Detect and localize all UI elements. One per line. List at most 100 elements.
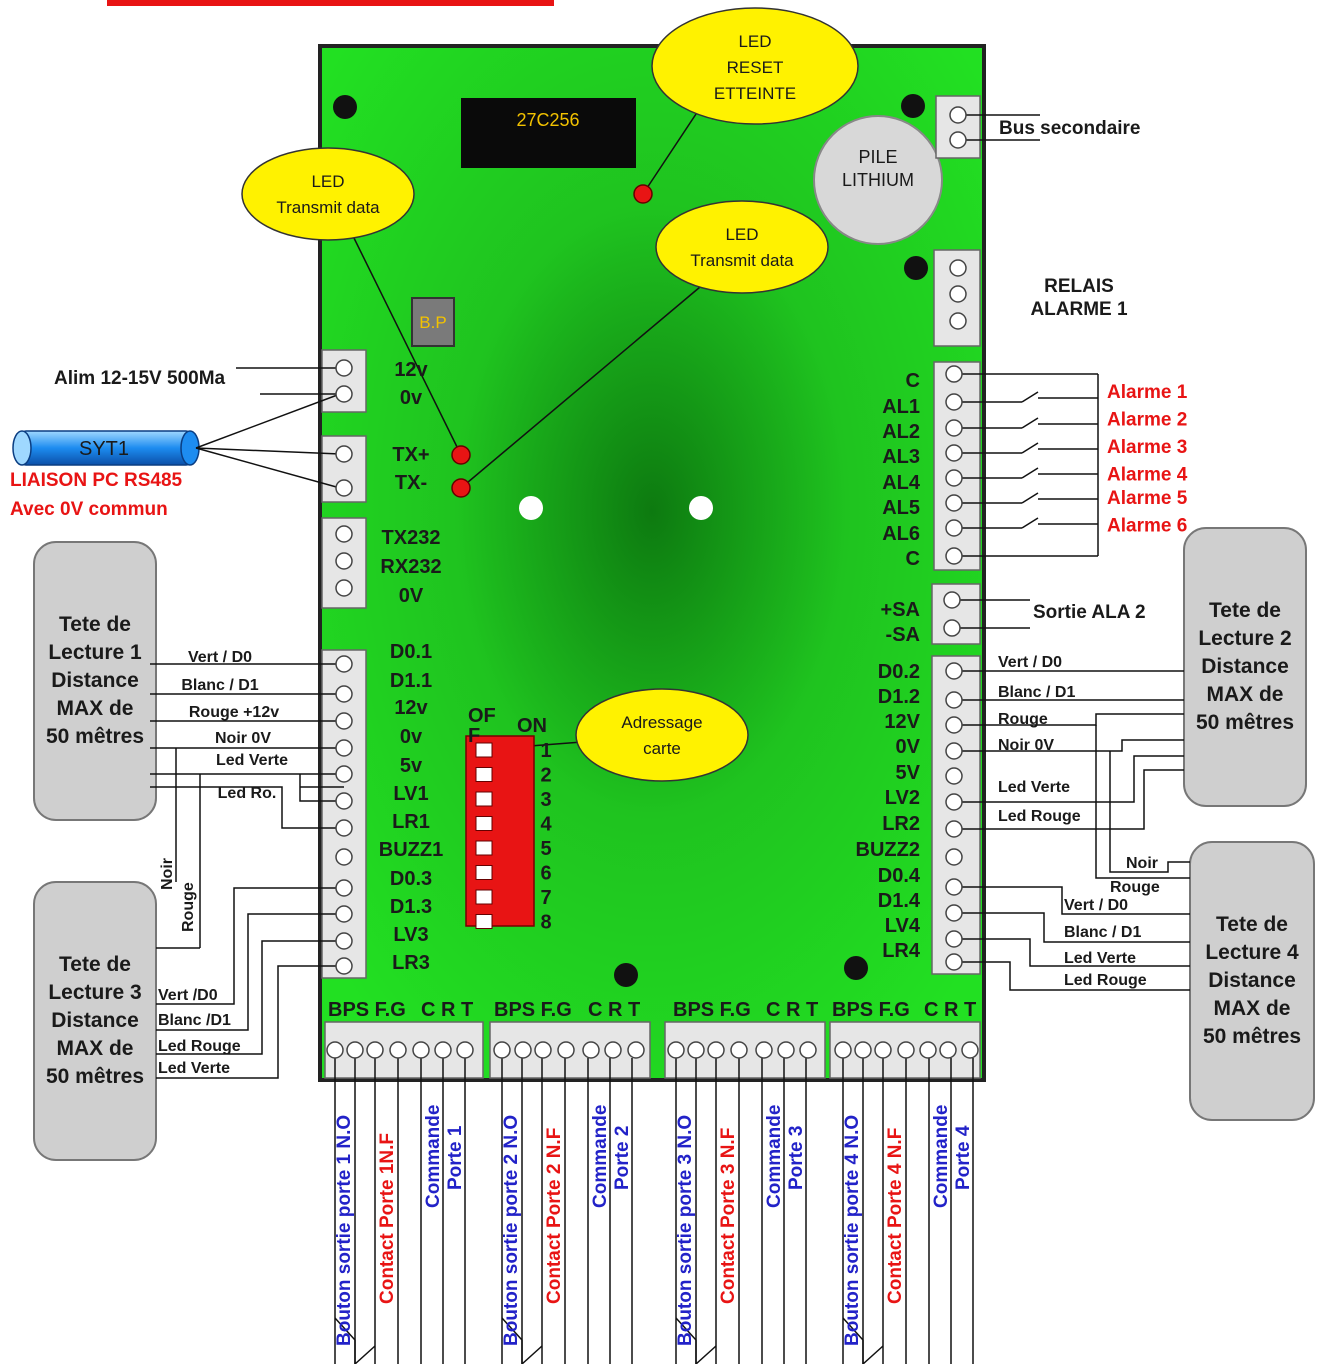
pcb-left-label: LR1 [392, 811, 430, 833]
pcb-left-label: D0.3 [390, 868, 432, 890]
wire [1021, 442, 1039, 454]
relay-label-1: RELAIS [1044, 276, 1114, 297]
pcb-left-label: TX+ [392, 444, 429, 466]
terminal-screw [456, 1041, 474, 1059]
pcb-left-label: BUZZ1 [379, 839, 443, 861]
dip-number: 1 [540, 740, 551, 762]
terminal-screw [945, 793, 963, 811]
wiring-layer [150, 373, 1190, 1365]
wire [954, 739, 1184, 752]
eprom-chip [461, 98, 636, 168]
reader4-power-label: Noir [1126, 855, 1158, 872]
wire [150, 786, 344, 829]
wire [954, 769, 1184, 830]
door-contact-label: Contact Porte 1N.F [377, 1133, 398, 1304]
terminal-screw [326, 1041, 344, 1059]
pcb-left-label: LV1 [393, 783, 428, 805]
pcb-right-label: D1.2 [878, 686, 920, 708]
terminal-screw [945, 716, 963, 734]
reader3-wire-label: Vert /D0 [158, 987, 218, 1004]
sortie-ala2-label: Sortie ALA 2 [1033, 602, 1146, 623]
rs485-label-1: LIAISON PC RS485 [10, 470, 183, 491]
pcb-right-label: 0V [896, 736, 921, 758]
dip-slot [475, 840, 493, 856]
pcb-bottom-label: BPS F.G [494, 999, 572, 1021]
wire [954, 938, 1190, 967]
terminal-screw [335, 525, 353, 543]
reader2-wire-label: Led Verte [998, 779, 1070, 796]
pcb-right-label: AL3 [882, 446, 920, 468]
mounting-hole [904, 256, 928, 280]
reader2-wire-label: Rouge [998, 711, 1048, 728]
pcb-right-label: LV4 [885, 915, 921, 937]
pcb-left-label: LV3 [393, 924, 428, 946]
terminal-screw [335, 848, 353, 866]
door-button-label: Bouton sortie porte 4 N.O [842, 1115, 863, 1346]
reader2-wire-label: Led Rouge [998, 808, 1081, 825]
reader-head-line: Distance [1208, 969, 1296, 992]
reader-head-line: 50 mêtres [1196, 711, 1294, 734]
dip-number: 3 [540, 789, 551, 811]
terminal-screw [335, 879, 353, 897]
terminal-screw [943, 619, 961, 637]
pcb-left-label: 5v [400, 755, 423, 777]
pcb-right-label: AL5 [882, 497, 920, 519]
dip-number: 5 [540, 838, 551, 860]
terminal-screw [335, 552, 353, 570]
wire [954, 755, 1184, 803]
reader-head [33, 881, 157, 1161]
pcb-left-label: RX232 [380, 556, 441, 578]
callout-address-2: carte [643, 739, 681, 758]
alarm-label: Alarme 2 [1107, 410, 1187, 431]
door-button-label: Bouton sortie porte 3 N.O [675, 1115, 696, 1346]
pcb-right-label: AL2 [882, 421, 920, 443]
terminal-screw [945, 848, 963, 866]
terminal-screw [335, 359, 353, 377]
callout-address-1: Adressage [621, 713, 702, 732]
reader4-power-label: Rouge [1110, 879, 1160, 896]
callout-led-tx-right-1: LED [725, 225, 758, 244]
eprom-label: 27C256 [516, 110, 579, 130]
tx-plus-led [451, 445, 471, 465]
terminal-screw [943, 591, 961, 609]
terminal-screw [945, 494, 963, 512]
pcb-right-label: AL1 [882, 396, 920, 418]
terminal-left-readers [321, 649, 367, 979]
pcb-left-label: D1.3 [390, 896, 432, 918]
terminal-screw [335, 579, 353, 597]
pcb-left-label: D1.1 [390, 670, 432, 692]
door-command-label: Commande [931, 1105, 952, 1208]
terminal-screw [945, 365, 963, 383]
door-command-label: Porte 4 [953, 1125, 974, 1190]
pcb-right-label: 12V [884, 711, 920, 733]
terminal-alarms [933, 361, 981, 571]
pcb-bottom-label: BPS F.G [673, 999, 751, 1021]
terminal-screw [434, 1041, 452, 1059]
pcb-right-label: AL6 [882, 523, 920, 545]
terminal-screw [945, 767, 963, 785]
pcb-right-label: C [906, 370, 920, 392]
reader2-wire-label: Vert / D0 [998, 654, 1062, 671]
push-button[interactable] [411, 297, 455, 347]
terminal-screw [945, 930, 963, 948]
terminal-screw [335, 712, 353, 730]
dip-slot [475, 767, 493, 782]
syt1-label: SYT1 [79, 438, 129, 460]
reader4-wire-label: Blanc / D1 [1064, 924, 1141, 941]
wire [1021, 391, 1039, 403]
pcb-bottom-label: C R T [588, 999, 640, 1021]
terminal-screw [945, 519, 963, 537]
tx-minus-led [451, 478, 471, 498]
reader-head-line: Tete de [59, 613, 131, 636]
reader-head-line: Lecture 4 [1205, 941, 1299, 964]
wire [675, 1317, 697, 1364]
dip-slots [475, 742, 493, 929]
led-leader [351, 233, 462, 456]
wire [954, 912, 1190, 943]
wire [334, 1317, 356, 1364]
terminal-screw [945, 904, 963, 922]
reader-head-line: Distance [1201, 655, 1289, 678]
terminal-screw [335, 819, 353, 837]
